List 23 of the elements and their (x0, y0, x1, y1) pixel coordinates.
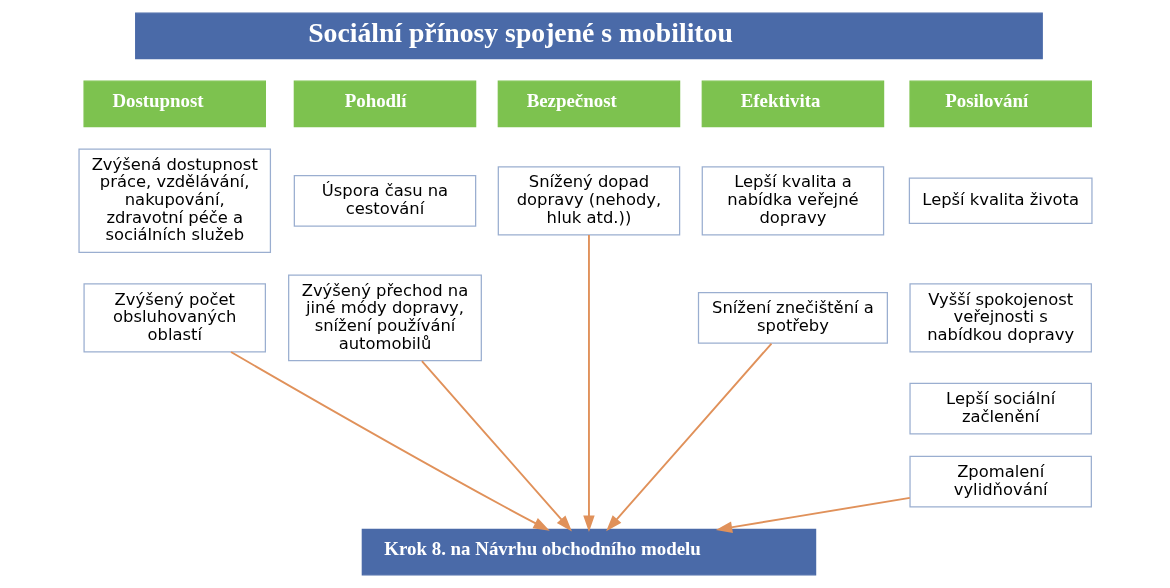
node-box: Lepší kvalita a nabídka veřejné dopravy (701, 166, 884, 236)
node-box: Snížení znečištění a spotřeby (697, 292, 888, 344)
node-box: Bezpečnost (497, 80, 680, 128)
node-box: Snížený dopad dopravy (nehody, hluk atd.)) (497, 166, 680, 236)
arrow (582, 233, 595, 532)
node-box: Vyšší spokojenost veřejnosti s nabídkou dopravy (908, 283, 1092, 353)
node-box: Krok 8. na Návrhu obchodního modelu (361, 528, 816, 576)
node-box: Zvýšená dostupnost práce, vzdělávání, nakupování, zdravotní péče a sociálních služeb (77, 148, 271, 254)
arrow (420, 360, 572, 532)
node-box: Sociální přínosy spojené s mobilitou (134, 12, 1043, 60)
arrow (715, 496, 911, 533)
arrow (605, 342, 772, 532)
node-box: Úspora času na cestování (293, 175, 476, 227)
node-box: Lepší sociální začlenění (908, 382, 1092, 435)
node-box: Pohodlí (293, 80, 476, 128)
node-box: Posilování (908, 80, 1092, 128)
node-box: Efektivita (701, 80, 884, 128)
arrow (229, 351, 550, 531)
node-box: Dostupnost (82, 80, 266, 128)
node-box: Zpomalení vylidňování (908, 455, 1092, 508)
node-box: Zvýšený přechod na jiné módy dopravy, snížení používání automobilů (287, 274, 482, 362)
node-box: Lepší kvalita života (908, 177, 1093, 225)
node-box: Zvýšený počet obsluhovaných oblastí (82, 283, 266, 353)
